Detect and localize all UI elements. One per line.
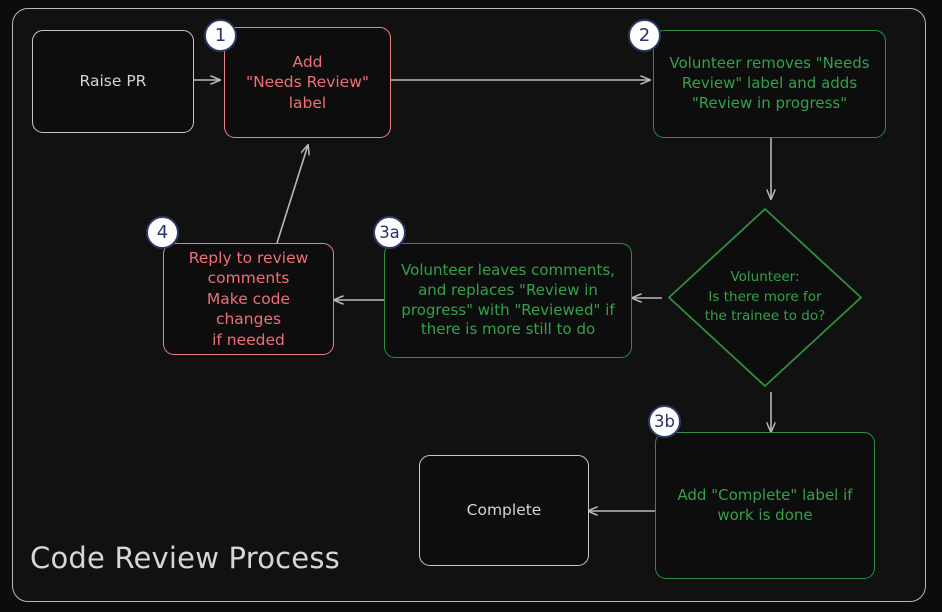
node-add-complete-label-text: Add "Complete" label if work is done xyxy=(677,485,853,524)
step-badge-4: 4 xyxy=(146,216,179,249)
step-badge-3a: 3a xyxy=(373,216,406,249)
step-badge-2: 2 xyxy=(628,19,661,52)
node-add-complete-label[interactable]: Add "Complete" label if work is done xyxy=(655,432,875,579)
node-raise-pr-label: Raise PR xyxy=(79,72,147,91)
node-decision-label: Volunteer: Is there more for the trainee… xyxy=(704,269,826,325)
node-complete-label: Complete xyxy=(466,501,542,520)
node-add-needs-review-label[interactable]: Add "Needs Review" label xyxy=(224,27,391,138)
node-volunteer-leaves-comments-text: Volunteer leaves comments, and replaces … xyxy=(401,260,615,339)
node-reply-to-review-comments[interactable]: Reply to review comments Make code chang… xyxy=(163,243,334,355)
step-badge-3b: 3b xyxy=(648,405,681,438)
node-add-needs-review-label-text: Add "Needs Review" label xyxy=(245,52,370,112)
node-volunteer-relabel-text: Volunteer removes "Needs Review" label a… xyxy=(669,54,870,112)
diamond-shape xyxy=(668,208,862,387)
diagram-title: Code Review Process xyxy=(30,541,340,575)
step-badge-1: 1 xyxy=(204,19,237,52)
node-reply-to-review-comments-text: Reply to review comments Make code chang… xyxy=(188,248,309,349)
node-volunteer-leaves-comments[interactable]: Volunteer leaves comments, and replaces … xyxy=(384,243,632,358)
node-raise-pr[interactable]: Raise PR xyxy=(32,30,194,133)
node-complete[interactable]: Complete xyxy=(419,455,589,566)
node-volunteer-relabel[interactable]: Volunteer removes "Needs Review" label a… xyxy=(653,30,886,138)
node-decision-more-work[interactable]: Volunteer: Is there more for the trainee… xyxy=(665,205,865,390)
